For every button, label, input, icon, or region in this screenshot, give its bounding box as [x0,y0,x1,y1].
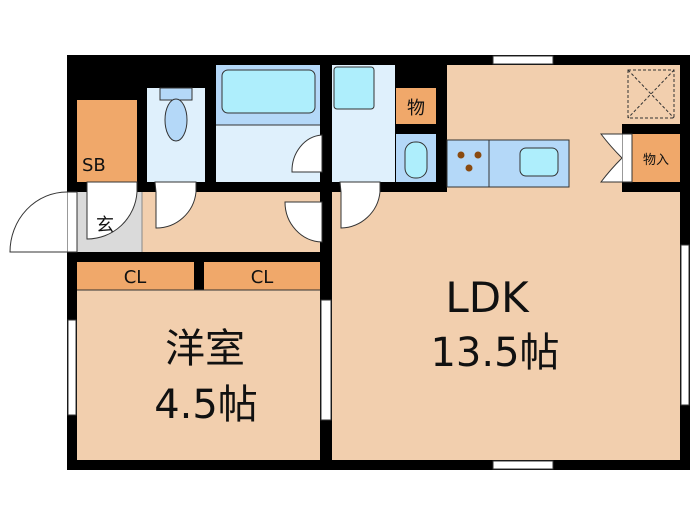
wash-basin-bowl-icon [404,141,428,179]
storage-label: 物 [407,98,425,119]
hall-washroom-door[interactable] [284,201,323,243]
window-bottom [492,460,554,470]
ldk-size: 13.5帖 [430,330,559,376]
kitchen-stove [446,139,490,188]
entrance-door[interactable] [86,181,138,240]
storage-closet [632,134,680,182]
bathroom-door[interactable] [291,134,323,173]
ldk-name: LDK [445,273,530,322]
window-left [67,319,77,416]
storage-closet-door-swing [599,133,623,183]
closet-2 [204,262,320,290]
front-door[interactable] [9,191,68,253]
western-room-floor [77,290,320,460]
ceiling-hatch-cross [627,69,675,119]
ldk-floor-lower [332,192,680,460]
washing-machine-icon [333,66,375,110]
storage-closet-label: 物入 [643,153,669,168]
shoe-box-label: SB [82,155,106,176]
stove-burner-icon [465,164,473,172]
toilet-door[interactable] [154,181,197,229]
stove-burner-icon [457,151,465,159]
window-right [680,244,690,406]
toilet-bowl-icon [164,98,188,142]
stove-burner-icon [474,151,482,159]
ldk-door[interactable] [339,181,381,229]
closet-2-label: CL [251,267,274,288]
kitchen-sink-icon [519,147,559,177]
ceiling-hatch-icon [627,69,675,119]
western-room-name: 洋室 [165,326,245,372]
bathtub-icon [221,69,316,114]
storage-closet-door-frame [621,133,633,183]
window-top [492,55,554,65]
closet-1-label: CL [124,267,147,288]
shoe-box [77,100,137,182]
storage-box [396,88,436,124]
entrance-label: 玄 [96,215,114,236]
sliding-door[interactable] [320,299,332,421]
front-door-frame [66,191,78,253]
closet-1 [77,262,194,290]
toilet-tank-icon [159,87,193,101]
western-room-size: 4.5帖 [154,382,258,428]
